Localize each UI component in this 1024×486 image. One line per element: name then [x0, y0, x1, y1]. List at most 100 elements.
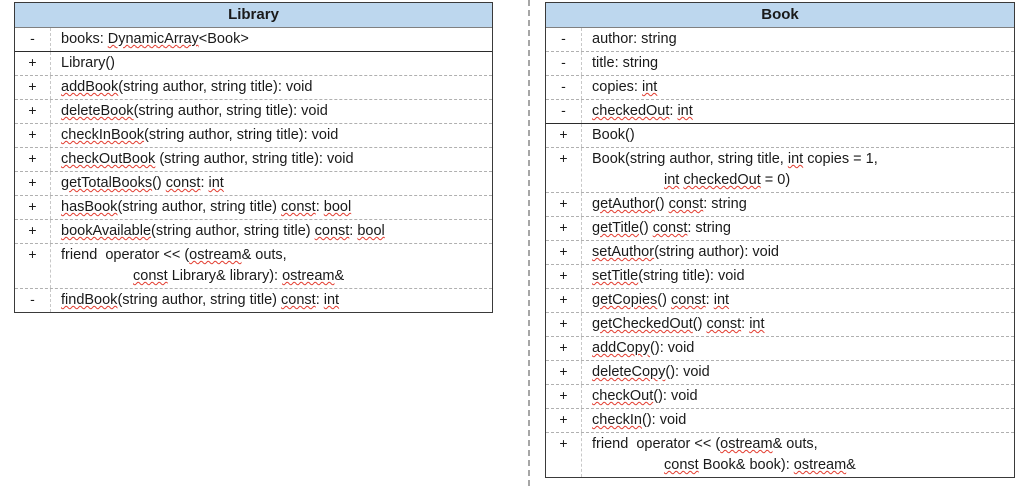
signature-line: addBook(string author, string title): vo…: [61, 79, 313, 95]
method-row[interactable]: +deleteCopy(): void: [546, 361, 1014, 385]
methods-section-library: + Library() + addBook(string author, string…: [15, 52, 492, 312]
spellcheck-underline: bookAvailable: [61, 223, 152, 239]
method-row[interactable]: +checkOut(): void: [546, 385, 1014, 409]
signature-continuation-line: const Library& library): ostream&: [133, 268, 345, 284]
method-row[interactable]: +addCopy(): void: [546, 337, 1014, 361]
class-title-book: Book: [546, 3, 1014, 28]
visibility-marker: +: [546, 217, 582, 240]
spellcheck-underline: int: [641, 79, 658, 95]
attribute-row[interactable]: -checkedOut: int: [546, 100, 1014, 123]
method-row[interactable]: + checkIn(): void: [546, 409, 1014, 433]
attribute-signature: author: string: [582, 28, 1014, 51]
visibility-marker: +: [546, 409, 582, 432]
method-row[interactable]: + hasBook(string author, string title) co…: [15, 196, 492, 220]
signature-line: Library(): [61, 55, 115, 71]
visibility-marker: +: [546, 265, 582, 288]
attribute-signature: title: string: [582, 52, 1014, 75]
visibility-marker: +: [546, 289, 582, 312]
method-row[interactable]: + checkInBook(string author, string title…: [15, 124, 492, 148]
visibility-marker: +: [15, 196, 51, 219]
signature-line: getCopies() const: int: [592, 292, 730, 308]
method-row[interactable]: +friend operator << (ostream& outs,const…: [546, 433, 1014, 477]
method-row[interactable]: + getCopies() const: int: [546, 289, 1014, 313]
signature-line: getTotalBooks() const: int: [61, 175, 224, 191]
signature-line: author: string: [592, 31, 677, 47]
signature-line: deleteBook(string author, string title):…: [61, 103, 328, 119]
method-row[interactable]: + getTitle() const: string: [546, 217, 1014, 241]
method-signature: addBook(string author, string title): vo…: [51, 76, 492, 99]
visibility-marker: +: [546, 361, 582, 384]
class-title-library: Library: [15, 3, 492, 28]
method-signature: addCopy(): void: [582, 337, 1014, 360]
method-row[interactable]: + checkOutBook (string author, string tit…: [15, 148, 492, 172]
method-signature: Book(string author, string title, int co…: [582, 148, 1014, 192]
method-row[interactable]: + addBook(string author, string title): v…: [15, 76, 492, 100]
attribute-signature: checkedOut: int: [582, 100, 1014, 123]
attribute-row[interactable]: -author: string: [546, 28, 1014, 52]
signature-line: findBook(string author, string title) co…: [61, 292, 340, 308]
spellcheck-underline: const: [165, 175, 201, 191]
spellcheck-underline: checkedOut: [683, 172, 761, 188]
method-row[interactable]: + Library(): [15, 52, 492, 76]
attribute-row[interactable]: -title: string: [546, 52, 1014, 76]
attribute-row[interactable]: -copies: int: [546, 76, 1014, 100]
spellcheck-underline: const: [133, 268, 168, 284]
signature-line: hasBook(string author, string title) con…: [61, 199, 352, 215]
signature-line: friend operator << (ostream& outs,: [61, 247, 287, 263]
visibility-marker: +: [546, 313, 582, 336]
spellcheck-underline: setTitle: [592, 268, 639, 284]
visibility-marker: +: [15, 52, 51, 75]
spellcheck-underline: const: [314, 223, 350, 239]
spellcheck-underline: const: [281, 199, 316, 215]
attribute-signature: copies: int: [582, 76, 1014, 99]
spellcheck-underline: int: [208, 175, 224, 191]
method-row[interactable]: + getTotalBooks() const: int: [15, 172, 492, 196]
spellcheck-underline: DynamicArray: [107, 31, 199, 47]
signature-continuation-line: int checkedOut = 0): [664, 172, 791, 188]
visibility-marker: +: [15, 100, 51, 123]
method-row[interactable]: + getCheckedOut() const: int: [546, 313, 1014, 337]
method-signature: getCopies() const: int: [582, 289, 1014, 312]
spellcheck-underline: deleteCopy: [592, 364, 666, 380]
signature-continuation-line: const Book& book): ostream&: [664, 457, 856, 473]
signature-line: checkInBook(string author, string title)…: [61, 127, 339, 143]
visibility-marker: +: [15, 124, 51, 147]
method-row[interactable]: +getAuthor() const: string: [546, 193, 1014, 217]
signature-line: addCopy(): void: [592, 340, 695, 356]
signature-line: checkOutBook (string author, string titl…: [61, 151, 354, 167]
method-row[interactable]: +Book(): [546, 124, 1014, 148]
method-row[interactable]: +Book(string author, string title, int c…: [546, 148, 1014, 193]
uml-class-library[interactable]: Library -books: DynamicArray<Book> + Libr…: [14, 2, 493, 313]
spellcheck-underline: const: [664, 457, 699, 473]
visibility-marker: +: [15, 244, 51, 288]
spellcheck-underline: hasBook: [61, 199, 118, 215]
visibility-marker: +: [546, 124, 582, 147]
signature-line: bookAvailable(string author, string titl…: [61, 223, 385, 239]
method-row[interactable]: +setAuthor(string author): void: [546, 241, 1014, 265]
spellcheck-underline: int: [323, 292, 340, 308]
visibility-marker: +: [15, 148, 51, 171]
method-signature: getCheckedOut() const: int: [582, 313, 1014, 336]
method-row[interactable]: +setTitle(string title): void: [546, 265, 1014, 289]
attribute-row[interactable]: -books: DynamicArray<Book>: [15, 28, 492, 51]
method-row[interactable]: + friend operator << (ostream& outs, const…: [15, 244, 492, 289]
attributes-section-library: -books: DynamicArray<Book>: [15, 28, 492, 52]
method-row[interactable]: -findBook(string author, string title) c…: [15, 289, 492, 312]
slide-page-boundary-guide: [528, 0, 530, 486]
visibility-marker: +: [15, 76, 51, 99]
spellcheck-underline: const: [706, 316, 742, 332]
uml-class-book[interactable]: Book -author: string-title: string-copie…: [545, 2, 1015, 478]
signature-line: getCheckedOut() const: int: [592, 316, 765, 332]
visibility-marker: -: [15, 28, 51, 51]
spellcheck-underline: ostream: [720, 436, 773, 452]
signature-line: checkIn(): void: [592, 412, 687, 428]
signature-line: getTitle() const: string: [592, 220, 731, 236]
spellcheck-underline: const: [668, 196, 704, 212]
method-signature: getTitle() const: string: [582, 217, 1014, 240]
method-signature: hasBook(string author, string title) con…: [51, 196, 492, 219]
visibility-marker: +: [15, 172, 51, 195]
spellcheck-underline: addBook: [61, 79, 119, 95]
method-row[interactable]: + deleteBook(string author, string title)…: [15, 100, 492, 124]
spellcheck-underline: ostream: [793, 457, 847, 473]
method-row[interactable]: +bookAvailable(string author, string tit…: [15, 220, 492, 244]
